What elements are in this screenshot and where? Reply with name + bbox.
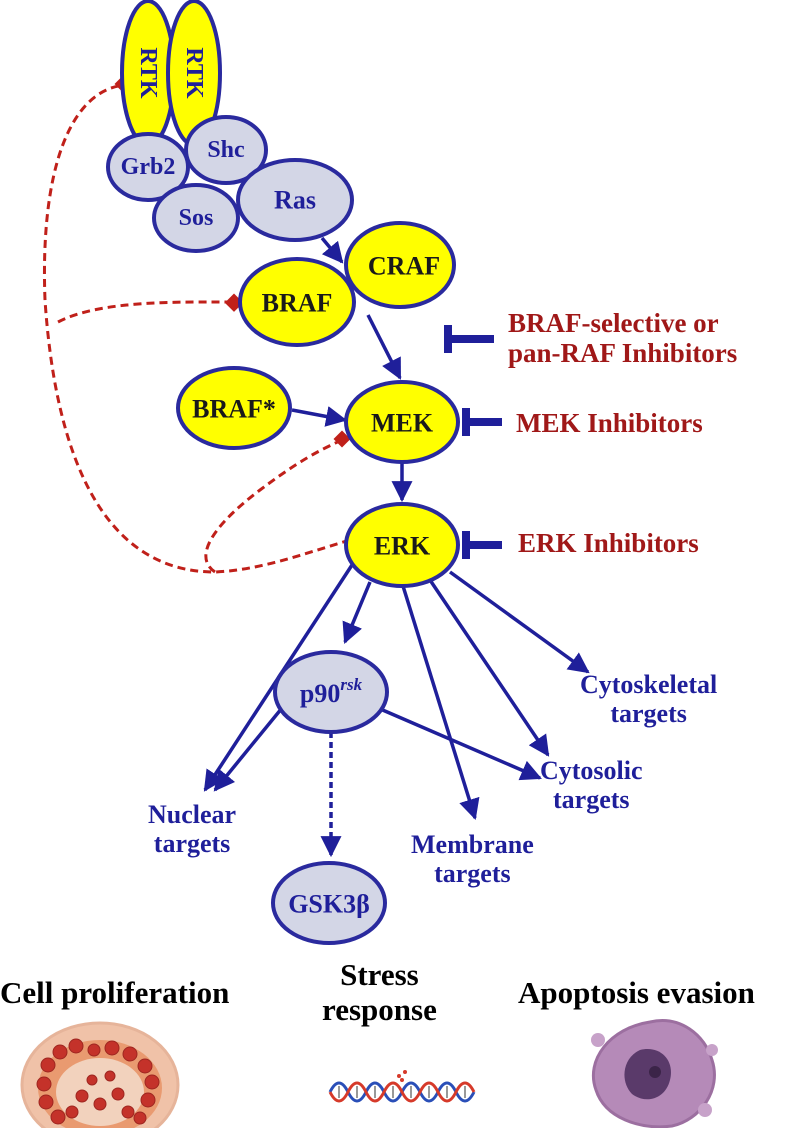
braf-mutant-label: BRAF* [192, 395, 276, 424]
cytoskeletal-targets-label: Cytoskeletal targets [580, 670, 717, 728]
cytoskeletal-line1: Cytoskeletal [580, 670, 718, 699]
node-grb2: Grb2 [106, 132, 190, 202]
arrow-erk-to-cytoskeletal [448, 570, 590, 674]
raf-inhibitors-label: BRAF-selective or pan-RAF Inhibitors [508, 308, 737, 368]
node-shc: Shc [184, 115, 268, 185]
mek-inhibitor-bar [462, 408, 502, 436]
node-craf: CRAF [344, 221, 456, 309]
stress-line2: response [322, 991, 437, 1027]
arrow-brafmut-to-mek [291, 406, 348, 427]
p90-superscript-text: rsk [340, 675, 362, 694]
cell-proliferation-label: Cell proliferation [0, 975, 230, 1010]
craf-label: CRAF [368, 252, 440, 281]
ras-label: Ras [274, 186, 316, 215]
cytoskeletal-line2: targets [610, 699, 687, 729]
raf-inhibitor-bar [444, 325, 494, 353]
node-gsk3b: GSK3β [271, 861, 387, 945]
mek-label: MEK [371, 409, 434, 438]
nuclear-targets-label: Nuclear targets [148, 800, 236, 858]
feedback-erk-to-mek [204, 438, 343, 574]
sos-label: Sos [179, 205, 214, 231]
arrow-erk-to-membrane [401, 585, 480, 821]
node-braf-mutant: BRAF* [176, 366, 292, 450]
node-rtk-2: RTK [166, 0, 222, 147]
dna-illustration [328, 1070, 476, 1103]
erk-inhibitor-bar [462, 531, 502, 559]
node-ras: Ras [236, 158, 354, 242]
arrow-braf-to-mek [366, 314, 402, 380]
p90-base-text: p90 [300, 679, 340, 708]
gsk3b-label: GSK3β [288, 890, 370, 919]
rtk-1-label: RTK [135, 47, 161, 98]
feedback-erk-to-rtk [42, 83, 351, 574]
node-p90rsk: p90rsk [273, 650, 389, 734]
node-erk: ERK [344, 502, 460, 588]
nuclear-line2: targets [153, 829, 231, 859]
membrane-targets-label: Membrane targets [411, 830, 534, 888]
feedback-marker-mek [333, 430, 351, 448]
node-mek: MEK [344, 380, 460, 464]
braf-label: BRAF [262, 289, 333, 318]
inhibitor-bars [444, 325, 502, 559]
arrow-erk-to-cytosolic [428, 579, 550, 757]
cytosolic-line2: targets [553, 785, 630, 815]
raf-inhibitors-line2: pan-RAF Inhibitors [508, 338, 738, 369]
stress-response-label: Stress response [322, 957, 437, 1027]
rtk-2-label: RTK [181, 47, 207, 98]
feedback-loops [42, 83, 351, 574]
p90rsk-label: p90rsk [300, 675, 363, 708]
membrane-line1: Membrane [411, 830, 534, 859]
cytosolic-line1: Cytosolic [540, 756, 643, 785]
shc-label: Shc [207, 137, 245, 163]
grb2-label: Grb2 [121, 154, 176, 180]
node-braf: BRAF [238, 257, 356, 347]
arrow-erk-to-p90 [342, 581, 372, 644]
arrow-ras-to-raf [320, 236, 344, 264]
membrane-line2: targets [434, 859, 511, 889]
erk-inhibitors-label: ERK Inhibitors [518, 528, 699, 558]
stress-line1: Stress [340, 957, 419, 992]
arrow-p90-to-cytosolic [377, 706, 542, 781]
erk-label: ERK [374, 532, 431, 561]
cell-proliferation-illustration [20, 1021, 180, 1128]
nuclear-line1: Nuclear [148, 800, 237, 829]
node-sos: Sos [152, 183, 240, 253]
mek-inhibitors-label: MEK Inhibitors [516, 408, 703, 438]
cytosolic-targets-label: Cytosolic targets [540, 756, 643, 814]
raf-inhibitors-line1: BRAF-selective or [508, 308, 719, 338]
feedback-erk-to-braf [57, 300, 236, 324]
apoptotic-cell-illustration [591, 1019, 718, 1128]
arrow-p90-to-nuclear [213, 706, 284, 792]
apoptosis-evasion-label: Apoptosis evasion [518, 975, 755, 1010]
